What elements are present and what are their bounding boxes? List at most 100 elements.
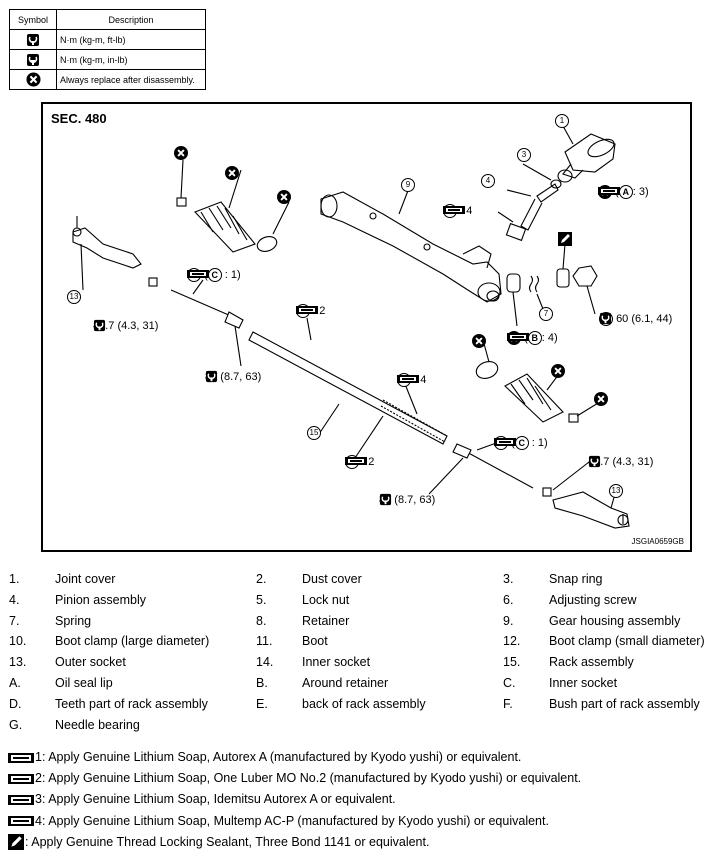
replace-x-icon: [472, 334, 486, 348]
grease-gun-icon: [494, 438, 516, 446]
callout-7: 7: [539, 307, 553, 322]
callout-12-upper: 12: [174, 146, 188, 161]
exploded-diagram: SEC. 480: [41, 102, 692, 552]
part-number: D.: [9, 696, 22, 711]
parts-row: 13. Outer socket 14. Inner socket 15. Ra…: [9, 652, 719, 673]
part-name: back of rack assembly: [302, 696, 426, 711]
symbol-legend-row: Always replace after disassembly.: [9, 69, 206, 90]
part-number: 9.: [503, 613, 514, 628]
figure-id: JSGIA0659GB: [631, 537, 684, 546]
torque-inner-upper: 85 (8.7, 63): [205, 370, 262, 383]
torque-wrench-icon: [599, 312, 612, 325]
callout-10-upper: 10: [277, 190, 291, 205]
callout-12-lower: 12: [594, 392, 608, 407]
part-number: 7.: [9, 613, 20, 628]
callout-5: 5 60 (6.1, 44): [599, 312, 672, 327]
part-name: Boot: [302, 634, 328, 649]
callout-10-lower: 10: [472, 334, 486, 349]
callout-11-upper: 11: [225, 166, 239, 181]
symbol-description: N·m (kg-m, ft-lb): [56, 29, 206, 50]
part-name: Rack assembly: [549, 655, 634, 670]
part-number: 8.: [256, 613, 267, 628]
callout-3: 3: [517, 148, 531, 163]
parts-row: 7. Spring 8. Retainer 9. Gear housing as…: [9, 611, 719, 632]
callout-G: G : 4: [443, 204, 472, 219]
torque-wrench-icon: [588, 455, 601, 468]
part-number: 13.: [9, 655, 27, 670]
callout-15: 15: [307, 426, 321, 441]
callout-2: 2 (A: 3): [598, 185, 649, 200]
note-item: 3: Apply Genuine Lithium Soap, Idemitsu …: [8, 789, 581, 810]
part-name: Spring: [55, 613, 92, 628]
lubricant-notes: 1: Apply Genuine Lithium Soap, Autorex A…: [8, 747, 581, 853]
part-name: Boot clamp (large diameter): [55, 634, 210, 649]
symbol-legend-header: Symbol Description: [9, 9, 206, 30]
note-item: 2: Apply Genuine Lithium Soap, One Luber…: [8, 768, 581, 789]
callout-14-lower: 14 (C : 1): [494, 436, 548, 451]
part-number: 3.: [503, 572, 514, 586]
grease-gun-icon: [296, 306, 318, 314]
section-title: SEC. 480: [51, 111, 107, 126]
part-number: 11.: [256, 634, 273, 649]
part-number: 10.: [9, 634, 27, 649]
torque-inner-lower: 85 (8.7, 63): [379, 493, 436, 506]
callout-F: F : 2: [296, 304, 325, 319]
part-name: Adjusting screw: [549, 592, 637, 607]
part-number: 14.: [256, 655, 274, 670]
grease-gun-icon: [507, 333, 529, 341]
replace-x-icon: [225, 166, 239, 180]
part-name: Oil seal lip: [55, 675, 113, 690]
replace-x-icon: [594, 392, 608, 406]
part-name: Inner socket: [302, 655, 371, 670]
part-name: Needle bearing: [55, 717, 140, 732]
part-name: Pinion assembly: [55, 592, 147, 607]
part-number: A.: [9, 675, 21, 690]
part-name: Snap ring: [549, 572, 603, 586]
grease-gun-icon: [187, 270, 209, 278]
part-name: Teeth part of rack assembly: [55, 696, 208, 711]
callout-D: D : 2: [345, 455, 374, 470]
symbol-legend-row: N·m (kg-m, ft-lb): [9, 29, 206, 50]
replace-x-icon: [174, 146, 188, 160]
replace-x-icon: [551, 364, 565, 378]
note-item: 4: Apply Genuine Lithium Soap, Multemp A…: [8, 811, 581, 832]
torque-wrench-small-icon: [27, 53, 39, 66]
part-number: E.: [256, 696, 268, 711]
grease-gun-icon: [345, 457, 367, 465]
part-name: Boot clamp (small diameter): [549, 634, 705, 649]
torque-wrench-icon: [379, 493, 392, 506]
part-number: 12.: [503, 634, 521, 649]
torque-wrench-icon: [27, 33, 39, 46]
parts-row: G. Needle bearing: [9, 715, 719, 736]
torque-outer-upper: 41.7 (4.3, 31): [93, 319, 159, 332]
parts-drawing: [72, 125, 630, 529]
part-number: 5.: [256, 592, 267, 607]
grease-gun-icon: [598, 187, 620, 195]
part-number: F.: [503, 696, 513, 711]
callout-11-lower: 11: [551, 364, 565, 379]
part-number: 6.: [503, 592, 514, 607]
callout-14-upper: 14 (C : 1): [187, 268, 241, 283]
replace-x-icon: [25, 72, 41, 87]
parts-list: 1. Joint cover 2. Dust cover 3. Snap rin…: [9, 569, 719, 735]
part-name: Inner socket: [549, 675, 618, 690]
callout-9: 9: [401, 178, 415, 193]
parts-row: 10. Boot clamp (large diameter) 11. Boot…: [9, 631, 719, 652]
grease-gun-icon: [8, 816, 34, 827]
part-number: 1.: [9, 572, 20, 586]
callout-4: 4: [481, 174, 495, 189]
symbol-legend-table: Symbol Description N·m (kg-m, ft-lb) N·m…: [9, 9, 206, 90]
grease-gun-icon: [8, 773, 34, 784]
part-name: Retainer: [302, 613, 350, 628]
torque-wrench-icon: [93, 319, 106, 332]
parts-row: D. Teeth part of rack assembly E. back o…: [9, 694, 719, 715]
part-name: Around retainer: [302, 675, 389, 690]
part-number: C.: [503, 675, 516, 690]
grease-gun-icon: [397, 375, 419, 383]
callout-6: 6: [558, 232, 572, 247]
callout-13-upper: 13: [67, 290, 81, 305]
symbol-description: Always replace after disassembly.: [56, 69, 206, 90]
part-number: 4.: [9, 592, 20, 607]
replace-x-icon: [277, 190, 291, 204]
torque-wrench-icon: [205, 370, 218, 383]
